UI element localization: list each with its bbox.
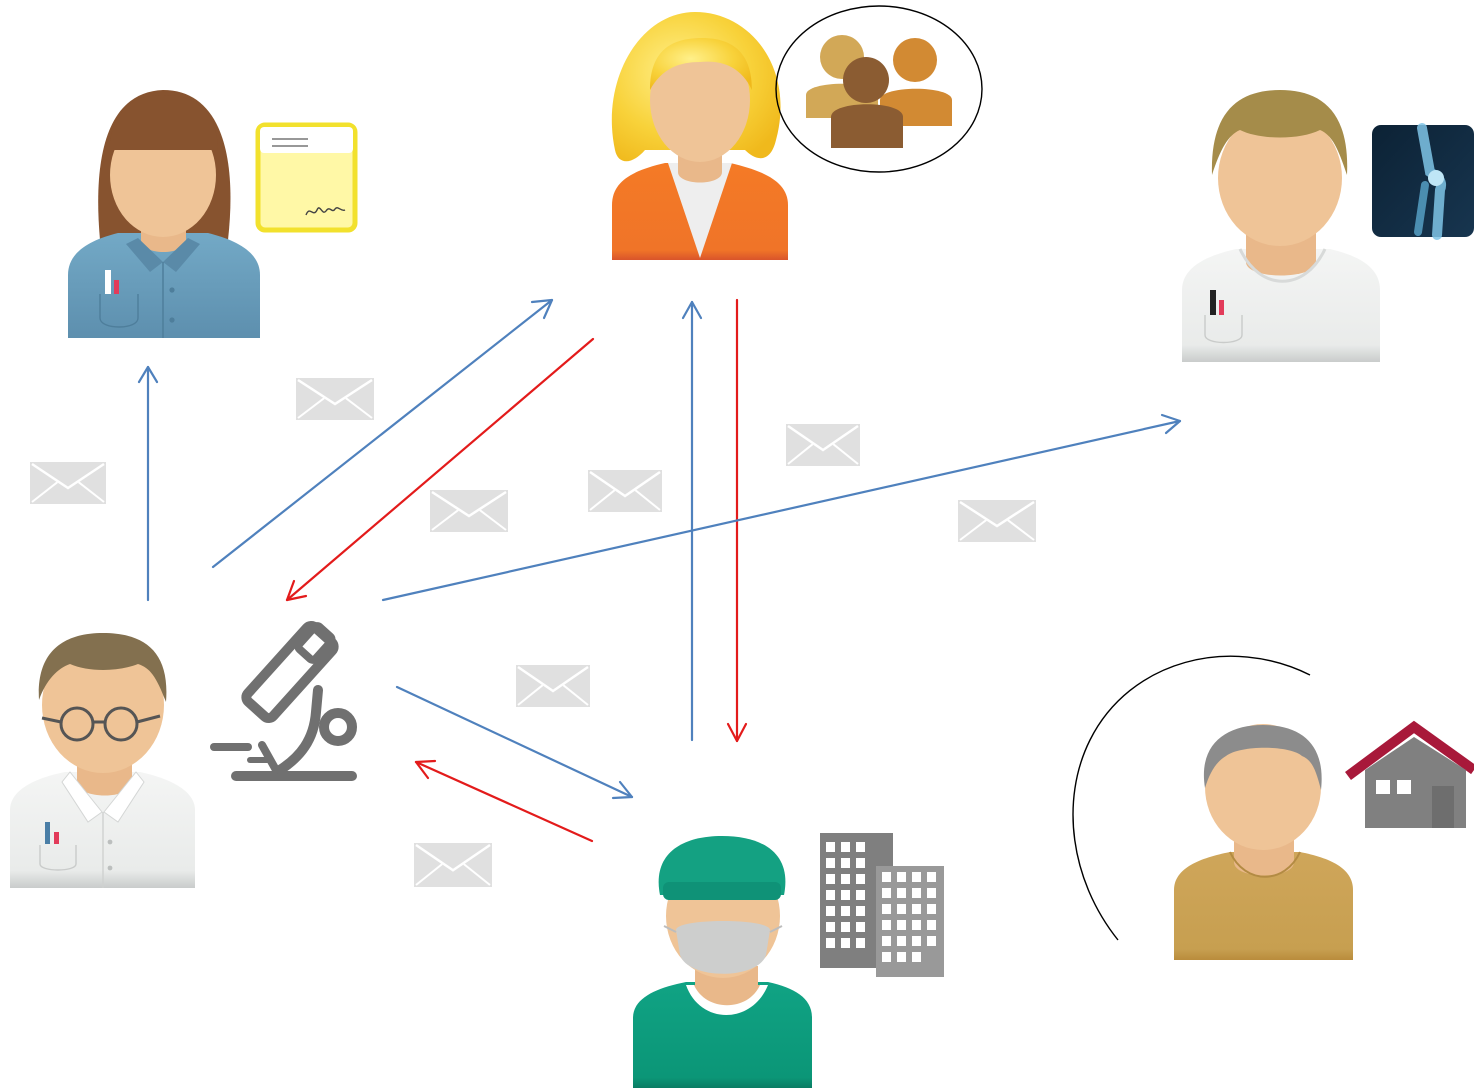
building-window — [927, 904, 936, 914]
envelope-icon — [430, 490, 508, 532]
building-window — [856, 842, 865, 852]
radiologist — [1182, 90, 1474, 362]
pathologist — [10, 620, 357, 888]
microscope-icon — [210, 620, 357, 781]
patient — [611, 5, 983, 260]
building-window — [912, 952, 921, 962]
xray-icon — [1372, 123, 1474, 240]
building-window — [882, 920, 891, 930]
arrow-pathologist-to-patient — [211, 298, 554, 569]
building-window — [826, 858, 835, 868]
building-window — [912, 936, 921, 946]
prescription-icon — [255, 122, 358, 233]
building-window — [927, 872, 936, 882]
building-window — [856, 922, 865, 932]
building-window — [912, 872, 921, 882]
building-window — [897, 872, 906, 882]
building-window — [897, 904, 906, 914]
envelope-icon — [786, 424, 860, 466]
building-window — [856, 874, 865, 884]
arrow-surgeon-to-patient — [681, 300, 703, 742]
building-window — [826, 906, 835, 916]
envelope-icon — [296, 378, 374, 420]
connections — [137, 298, 1182, 843]
building-window — [841, 922, 850, 932]
female-doctor-icon — [68, 90, 260, 338]
building-window — [912, 904, 921, 914]
arrow-surgeon-to-pathologist — [414, 759, 594, 843]
building-window — [912, 920, 921, 930]
home-circle-arc — [1072, 655, 1311, 941]
arrow-pathologist-to-gp — [137, 365, 159, 602]
hospital-buildings-icon — [820, 833, 944, 977]
building-window — [826, 874, 835, 884]
building-window — [826, 890, 835, 900]
home-patient-icon — [1174, 724, 1353, 960]
building-window — [841, 906, 850, 916]
radiologist-icon — [1182, 90, 1380, 362]
building-window — [826, 842, 835, 852]
house-icon — [1345, 720, 1474, 828]
building-window — [882, 936, 891, 946]
envelope-icon — [516, 665, 590, 707]
building-window — [927, 936, 936, 946]
building-window — [826, 938, 835, 948]
building-window — [882, 872, 891, 882]
building-window — [826, 922, 835, 932]
building-window — [897, 936, 906, 946]
building-window — [912, 888, 921, 898]
arrow-patient-to-pathologist — [285, 337, 595, 602]
building-window — [856, 890, 865, 900]
building-window — [897, 952, 906, 962]
building-window — [856, 938, 865, 948]
family-group-icon — [775, 5, 983, 173]
building-window — [841, 938, 850, 948]
building-window — [841, 858, 850, 868]
building-window — [897, 920, 906, 930]
building-window — [927, 888, 936, 898]
building-window — [882, 952, 891, 962]
building-window — [856, 858, 865, 868]
building-window — [856, 906, 865, 916]
building-window — [841, 842, 850, 852]
envelope-icon — [958, 500, 1036, 542]
building-window — [927, 920, 936, 930]
building-window — [882, 904, 891, 914]
envelope-icon — [30, 462, 106, 504]
envelope-icon — [588, 470, 662, 512]
patient-woman-icon — [611, 12, 788, 260]
surgeon-icon — [633, 836, 812, 1088]
home-patient — [1072, 655, 1474, 960]
gp-doctor — [68, 90, 358, 338]
building-window — [841, 874, 850, 884]
message-envelopes — [30, 378, 1036, 887]
arrow-pathologist-to-surgeon — [395, 685, 634, 800]
building-window — [841, 890, 850, 900]
envelope-icon — [414, 843, 492, 887]
surgeon — [633, 833, 944, 1088]
arrow-pathologist-to-radiologist — [381, 413, 1182, 602]
pathologist-icon — [10, 633, 195, 888]
building-window — [882, 888, 891, 898]
building-window — [897, 888, 906, 898]
